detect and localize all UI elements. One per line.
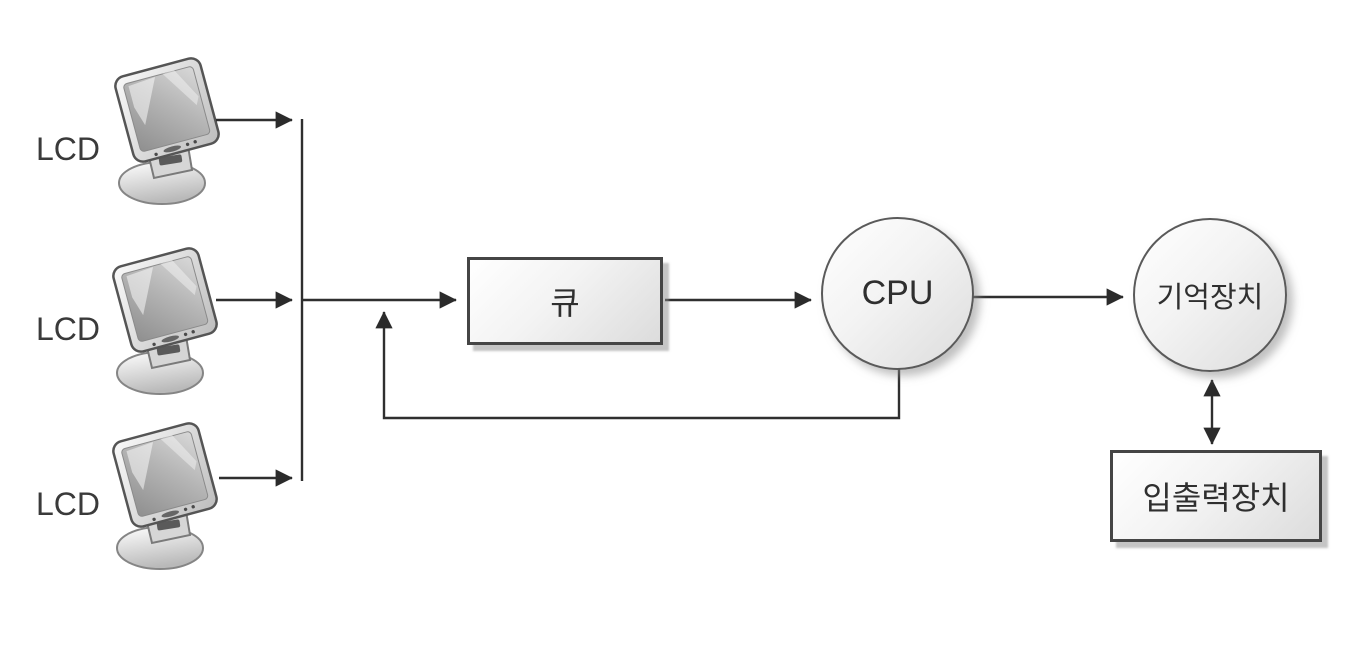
- cpu-label: CPU: [861, 274, 934, 312]
- lcd1-label: LCD: [36, 131, 101, 167]
- io-node: 입출력장치: [1110, 450, 1322, 542]
- lcd3-monitor-icon: [109, 419, 221, 571]
- lcd1-monitor-icon: [111, 54, 223, 206]
- lcd2-monitor-icon: [109, 244, 221, 396]
- memory-label: 기억장치: [1156, 282, 1264, 314]
- lcd3-label: LCD: [36, 486, 101, 522]
- cpu-node: CPU: [821, 217, 974, 370]
- queue-node: 큐: [467, 257, 663, 345]
- io-label: 입출력장치: [1142, 480, 1290, 516]
- memory-node: 기억장치: [1133, 218, 1287, 372]
- queue-label: 큐: [550, 285, 580, 321]
- edge-cpu-feedback-to-queue: [375, 311, 901, 420]
- lcd2-label: LCD: [36, 311, 101, 347]
